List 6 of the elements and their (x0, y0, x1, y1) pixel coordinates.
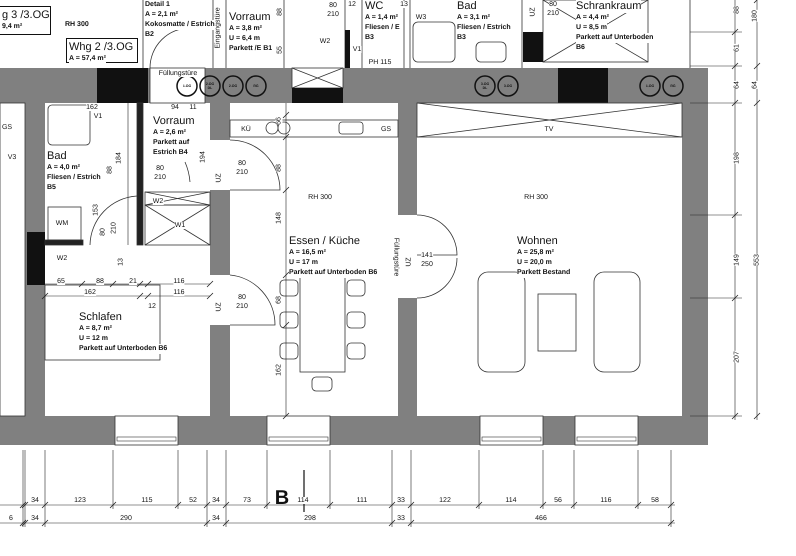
unit-label-box (0, 6, 51, 35)
room-name: Schrankraum (576, 0, 642, 13)
section-mark: B (274, 488, 290, 508)
unit-label-box (66, 38, 138, 63)
unit-name: g 3 /3.OG (2, 9, 50, 22)
unit-name: Whg 2 /3.OG (69, 41, 134, 54)
